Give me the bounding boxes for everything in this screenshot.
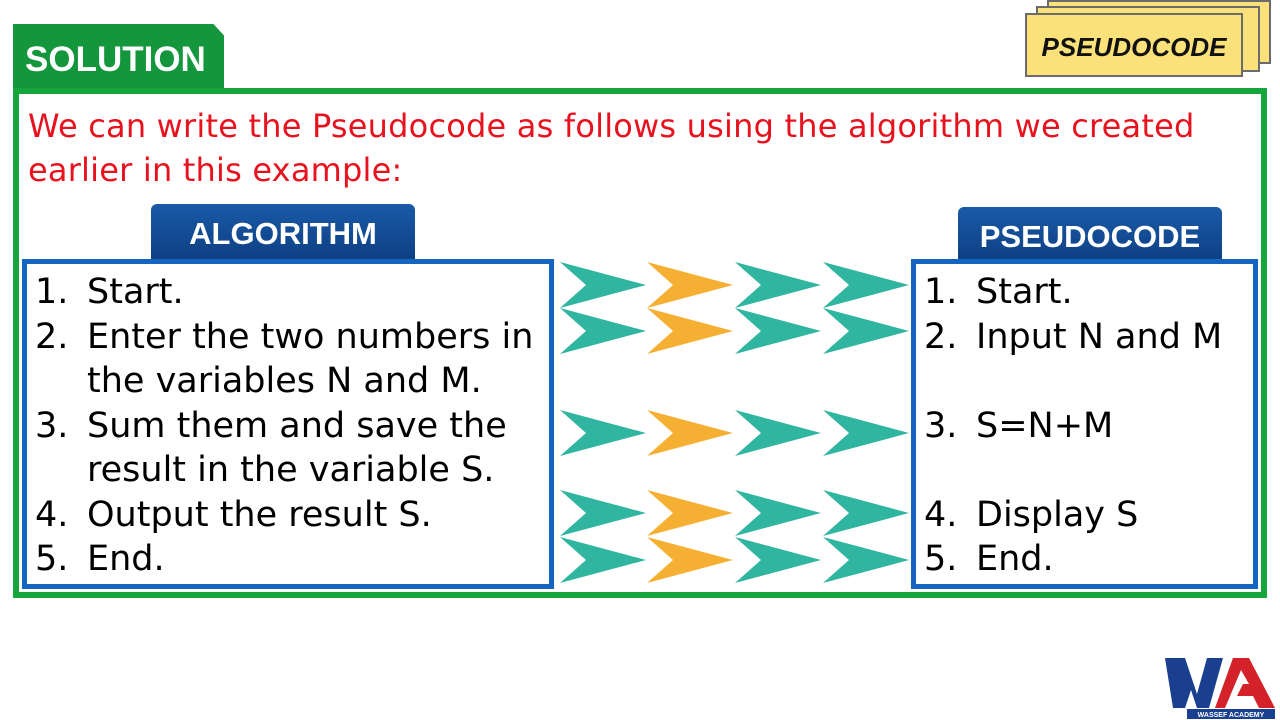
step-number: 4. <box>35 494 69 535</box>
step-text-line: result in the variable S. <box>87 450 495 490</box>
step-number: 3. <box>924 405 958 446</box>
pseudocode-step: 1. Start. <box>916 270 1073 315</box>
pseudocode-step: 4. Display S <box>916 493 1138 538</box>
step-text-line: Enter the two numbers in <box>87 316 534 357</box>
orange-chevron-arrow <box>647 410 733 456</box>
step-text-line: Start. <box>87 272 184 312</box>
solution-tab: SOLUTION <box>13 24 224 88</box>
orange-chevron-arrow <box>647 308 733 354</box>
teal-chevron-arrow <box>560 410 646 456</box>
orange-chevron-arrow <box>647 262 733 308</box>
step-text: Start. <box>976 272 1073 312</box>
step-text: S=N+M <box>976 405 1114 446</box>
algorithm-step: 5. End. <box>27 537 549 582</box>
pseudocode-tag: PSEUDOCODE <box>1025 13 1243 77</box>
algorithm-header: ALGORITHM <box>151 204 415 260</box>
teal-chevron-arrow <box>735 262 821 308</box>
step-number: 4. <box>924 494 958 535</box>
teal-chevron-arrow <box>560 537 646 583</box>
teal-chevron-arrow <box>735 537 821 583</box>
algorithm-step: 1. Start. <box>27 270 549 315</box>
pseudocode-box: 1. Start. 2. Input N and M 3. S=N+M 4. Display … <box>911 259 1258 589</box>
teal-chevron-arrow <box>823 410 909 456</box>
step-number: 5. <box>924 539 958 579</box>
pseudocode-step: 3. S=N+M <box>916 404 1113 449</box>
step-number: 5. <box>35 539 69 579</box>
step-text: Input N and M <box>976 316 1223 357</box>
pseudocode-step: 2. Input N and M <box>916 315 1222 360</box>
teal-chevron-arrow <box>735 308 821 354</box>
teal-chevron-arrow <box>560 308 646 354</box>
pseudocode-step: 5. End. <box>916 537 1054 582</box>
teal-chevron-arrow <box>735 410 821 456</box>
step-number: 3. <box>35 405 69 446</box>
step-text-line: Sum them and save the <box>87 405 507 446</box>
mapping-arrows <box>560 262 909 583</box>
teal-chevron-arrow <box>560 490 646 536</box>
logo-text: WASSEF ACADEMY <box>1198 712 1265 719</box>
step-text-line: End. <box>87 539 165 579</box>
intro-text: We can write the Pseudocode as follows u… <box>28 107 1195 189</box>
teal-chevron-arrow <box>823 537 909 583</box>
pseudocode-header: PSEUDOCODE <box>958 207 1222 263</box>
step-number: 2. <box>35 316 69 357</box>
step-text-line: the variables N and M. <box>87 361 482 401</box>
orange-chevron-arrow <box>647 490 733 536</box>
step-text: Display S <box>976 494 1139 535</box>
step-number: 1. <box>924 272 958 312</box>
teal-chevron-arrow <box>735 490 821 536</box>
pseudocode-tag-stack: PSEUDOCODE <box>1025 0 1275 90</box>
algorithm-step: 4. Output the result S. <box>27 493 549 538</box>
teal-chevron-arrow <box>560 262 646 308</box>
step-number: 1. <box>35 272 69 312</box>
wassef-academy-logo: WASSEF ACADEMY <box>1165 658 1275 719</box>
orange-chevron-arrow <box>647 537 733 583</box>
teal-chevron-arrow <box>823 490 909 536</box>
step-text-line: Output the result S. <box>87 494 432 535</box>
teal-chevron-arrow <box>823 308 909 354</box>
teal-chevron-arrow <box>823 262 909 308</box>
step-text: End. <box>976 539 1054 579</box>
step-number: 2. <box>924 316 958 357</box>
